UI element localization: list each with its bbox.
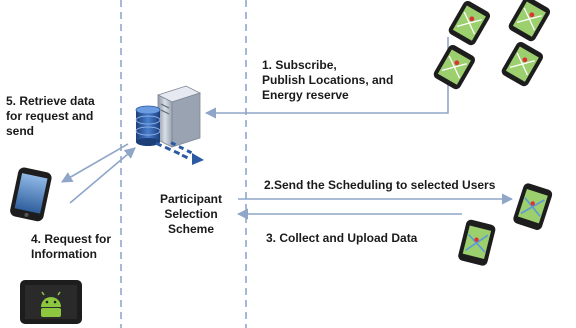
data-stream-icon [155,141,204,165]
map-phone-icon [501,41,544,87]
arrow-request-information [69,147,136,204]
label-step4-line2: Information [31,247,97,261]
smartphone-icon [10,167,52,222]
label-scheme-line1: Participant [159,192,222,206]
server-icon [156,85,202,148]
map-phone-icon [448,0,491,46]
label-step5-line1: 5. Retrieve data [6,94,95,108]
label-step2: 2.Send the Scheduling to selected Users [264,178,496,192]
map-phone-icon [508,0,551,42]
label-participant-selection-scheme: Participant Selection Scheme [148,192,234,237]
label-step3: 3. Collect and Upload Data [266,231,418,245]
label-scheme-line2: Selection [164,207,218,221]
label-step1-line1: 1. Subscribe, [262,58,337,72]
map-phone-icon [458,219,496,266]
label-step1-line3: Energy reserve [262,88,349,102]
label-step4: 4. Request for Information [31,232,111,262]
divider-lines [120,0,247,328]
arrow-retrieve-data [61,143,129,183]
map-phone-icon [433,44,476,90]
android-tablet-icon [20,280,82,324]
label-step5-line3: send [6,124,35,138]
label-step4-line1: 4. Request for [31,232,112,246]
map-phone-icon [513,183,553,230]
label-step1-line2: Publish Locations, and [262,73,394,87]
label-step1: 1. Subscribe, Publish Locations, and Ene… [262,58,393,103]
label-scheme-line3: Scheme [167,222,215,236]
label-step5-line2: for request and [6,109,94,123]
label-step5: 5. Retrieve data for request and send [6,94,95,139]
database-icon [135,105,161,146]
